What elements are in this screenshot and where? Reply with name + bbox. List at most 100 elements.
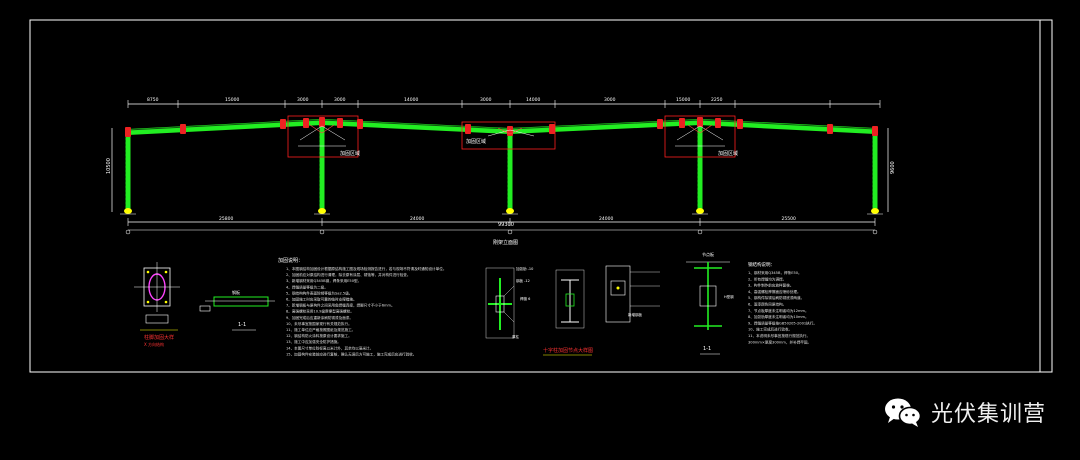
joint-14 [737,119,743,129]
note-line-5: 6、加固施工时应采取可靠的临时支撑措施。 [286,297,357,302]
note-line-6: 7、新增钢板与原构件之间采用角焊缝连接，焊脚尺寸不小于6mm。 [286,303,395,308]
top-dim-text-0: 8750 [147,97,159,103]
joint-16 [872,126,878,136]
joint-13 [715,118,721,128]
right-notes-block: 钢结构说明： 1、钢材采用Q345B，焊条E50。2、所有焊缝均为满焊。 3、构件… [748,261,817,344]
note-line-10: 11、施工单位应严格按照图纸及规范施工。 [286,327,355,332]
wechat-icon [884,398,922,427]
joint-2 [280,119,286,129]
right-section-caption: 1-1 [703,346,711,352]
section-a-caption: 1-1 [238,322,246,328]
right-note-line-6: 7、节点板厚度未注明者均为12mm。 [748,308,809,313]
cross-label-2: 钢板 -12 [516,278,530,283]
joint-15 [827,124,833,134]
cross-label-3: 焊缝 6 [520,296,530,301]
right-note-line-11: 300mm×厚度300mm，并补焊牢固。 [748,339,811,344]
note-line-3: 4、焊缝质量等级为二级。 [286,284,328,289]
cross-label-1: 加劲肋 -10 [516,266,533,271]
bottom-dim-text-3: 25500 [782,216,796,222]
notes-block: 加固说明： 1、本图钢结构加固设计根据原结构施工图及现场检测报告进行，若与现场不… [278,257,446,356]
base-plate-caption: 柱脚加固大样 [144,334,174,341]
joint-6 [357,119,363,129]
note-line-13: 14、本图尺寸单位除标高以米计外，其余均以毫米计。 [286,345,373,350]
watermark: 光伏集训营 [883,396,1046,428]
joint-9 [549,124,555,134]
note-line-1: 2、加固前应对原结构进行清理，除去原有涂层、锈蚀等，并对构件进行检查。 [286,272,410,277]
top-dim-text-7: 3000 [604,97,616,103]
bottom-dim-text-1: 24000 [410,216,424,222]
right-section-detail: 节点板 H型钢 1-1 [686,251,734,355]
note-line-4: 5、钢结构构件表面除锈等级为Sa2.5级。 [286,290,352,295]
right-notes-title: 钢结构说明： [748,261,775,268]
column-base-4 [871,208,879,214]
top-dim-text-9: 2250 [711,97,723,103]
column-base-0 [124,208,132,214]
column-base-3 [696,208,704,214]
cross-caption: 十字柱加固节点大样图 [543,347,593,354]
base-plate-sub: X 方向结构 [144,341,164,347]
top-dim-text-1: 15000 [225,97,239,103]
haunch-detail-lines [298,125,725,147]
column-base-1 [318,208,326,214]
right-note-line-4: 5、钢构件除锈后刷防锈底漆两道。 [748,295,804,300]
bottom-dim-text-0: 25800 [219,216,233,222]
grid-bubble-4 [872,229,878,235]
cross-column-detail: 加劲肋 -10 钢板 -12 焊缝 6 原柱 新增钢板 十字柱加固节点大样图 [485,265,660,356]
cross-label-4: 原柱 [512,334,520,339]
grid-bubble-1 [319,229,325,235]
joint-1 [180,124,186,134]
joint-10 [657,119,663,129]
joint-5 [337,118,343,128]
section-a-detail: 钢板 1-1 [199,289,275,331]
column-base-2 [506,208,514,214]
top-dim-text-6: 14000 [526,97,540,103]
right-note-line-10: 11、本说明未尽事宜按现行规范执行。 [748,333,810,338]
joint-12 [697,117,703,127]
note-line-9: 10、未尽事宜按国家现行有关规范执行。 [286,321,352,326]
joint-11 [679,118,685,128]
bottom-dim-text-2: 24000 [599,216,613,222]
note-line-12: 13、施工中应加强安全防护措施。 [286,339,341,344]
haunch-label-1: 加固区域 [340,150,360,157]
top-dim-text-8: 15000 [676,97,690,103]
base-plate-detail: 柱脚加固大样 X 方向结构 [134,262,180,347]
haunch-red-lines [309,124,713,135]
total-dim: 99300 [498,222,514,228]
haunch-box-1 [287,115,359,158]
left-height-text: 10500 [106,158,112,174]
note-line-7: 8、高强螺栓采用10.9级摩擦型高强螺栓。 [286,309,354,314]
joint-4 [319,117,325,127]
grid-bubble-0 [125,229,131,235]
top-dim-text-4: 14000 [404,97,418,103]
right-height-text: 9600 [890,161,896,174]
right-note-line-7: 8、加劲肋厚度未注明者均为10mm。 [748,314,809,319]
top-dim-text-2: 3000 [297,97,309,103]
joint-8 [507,126,513,136]
right-note-line-2: 3、构件制作前应放样复核。 [748,283,793,288]
drawing-border [29,19,1053,373]
notes-title: 加固说明： [278,257,303,264]
haunch-label-2: 加固区域 [466,138,486,145]
frame-caption: 刚架立面图 [493,239,518,246]
note-line-14: 15、加固构件安装前应进行复核，确认无误后方可施工，施工完成后应进行验收。 [286,351,416,356]
grid-bubble-2 [507,229,513,235]
joint-7 [465,124,471,134]
note-line-0: 1、本图钢结构加固设计根据原结构施工图及现场检测报告进行，若与现场不符请及时通知… [286,266,446,271]
note-line-11: 12、钢结构防火涂料按原设计要求施工。 [286,333,352,338]
joint-0 [125,127,131,137]
right-section-top: 节点板 [702,251,714,257]
haunch-label-3: 加固区域 [718,150,738,157]
grid-bubble-3 [697,229,703,235]
cross-label-5: 新增钢板 [628,312,642,317]
right-section-mid: H型钢 [724,294,734,299]
right-note-line-1: 2、所有焊缝均为满焊。 [748,276,786,281]
right-note-line-0: 1、钢材采用Q345B，焊条E50。 [748,270,802,275]
joint-3 [303,118,309,128]
right-note-line-9: 10、施工完成后进行验收。 [748,327,792,332]
note-line-8: 9、加固完成后应重新涂刷防锈漆及面漆。 [286,315,353,320]
note-line-2: 3、新增钢材采用Q345B钢，焊条采用E50型。 [286,278,361,283]
right-note-line-3: 4、高强螺栓摩擦面应喷砂处理。 [748,289,801,294]
haunch-box-3 [664,115,736,158]
